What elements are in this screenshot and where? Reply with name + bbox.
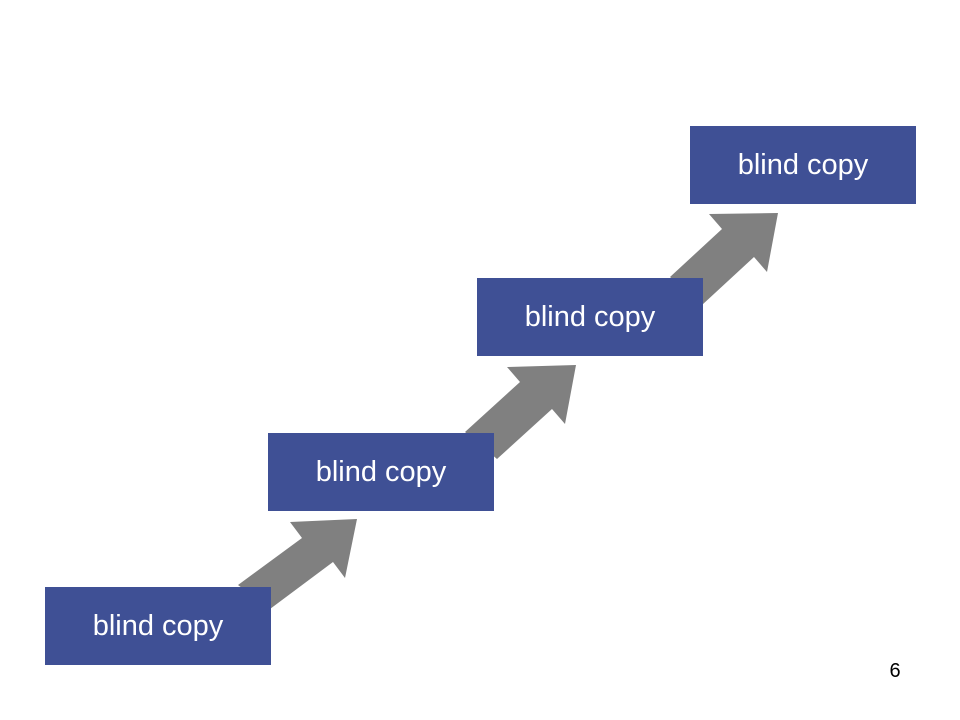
step-label-4: blind copy bbox=[737, 148, 869, 181]
step-box-2: blind copy bbox=[268, 433, 494, 511]
step-box-3: blind copy bbox=[477, 278, 703, 356]
step-label-3: blind copy bbox=[524, 300, 656, 333]
step-label-1: blind copy bbox=[92, 609, 224, 642]
step-label-2: blind copy bbox=[315, 455, 447, 488]
arrow-1 bbox=[238, 519, 357, 609]
step-box-1: blind copy bbox=[45, 587, 271, 665]
step-box-4: blind copy bbox=[690, 126, 916, 204]
page-number: 6 bbox=[889, 660, 901, 682]
